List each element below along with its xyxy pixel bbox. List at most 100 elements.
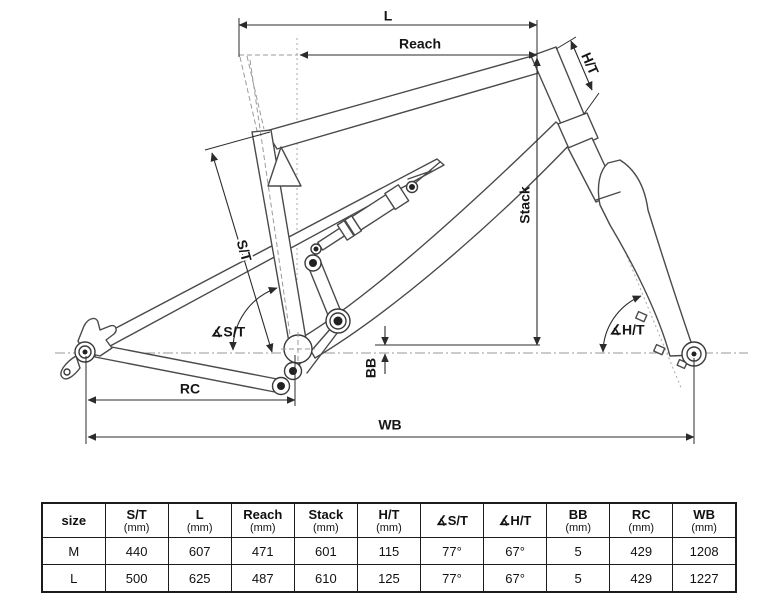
col-header-4: Stack(mm) (293, 502, 358, 538)
head-tube (530, 46, 585, 125)
main-pivot-bolt (333, 316, 343, 326)
dimension-annotations: L Reach H/T Stack S/T ∡S/T ∡H/T (85, 8, 695, 444)
shock-upper-bolt (409, 184, 415, 190)
seat-tube-axis-dash (249, 59, 291, 336)
wb-dimension-label: WB (378, 417, 401, 433)
frame-geometry-diagram: L Reach H/T Stack S/T ∡S/T ∡H/T (55, 8, 748, 444)
value-cell: 471 (230, 537, 295, 565)
value-cell: 487 (230, 564, 295, 593)
col-header-unit: (mm) (376, 521, 402, 534)
lower-pivot-2-bolt (277, 382, 285, 390)
col-header-label: Reach (243, 506, 283, 522)
value-cell: 115 (356, 537, 421, 565)
value-cell: 429 (609, 564, 674, 593)
top-tube-gusset (267, 146, 302, 187)
col-header-label: ∡S/T (436, 512, 468, 528)
bb-crosshair (281, 332, 315, 366)
seat-angle-arc (229, 286, 278, 351)
col-header-9: RC(mm) (609, 502, 674, 538)
col-header-label: RC (631, 506, 651, 522)
col-header-0: size (41, 502, 106, 538)
head-angle-arc (599, 295, 642, 353)
st-extension-line (204, 131, 271, 151)
col-header-label: WB (693, 506, 715, 522)
shock-end-cap (384, 184, 410, 211)
size-cell: L (41, 564, 106, 593)
suspension-pivots (74, 180, 707, 396)
col-header-unit: (mm) (565, 521, 591, 534)
ht-extension-lines (555, 36, 600, 115)
col-header-3: Reach(mm) (230, 502, 295, 538)
value-cell: 500 (104, 564, 169, 593)
rear-axle-center (82, 349, 88, 355)
col-header-unit: (mm) (249, 521, 276, 534)
fork-collar-line (595, 191, 621, 201)
size-cell: M (41, 537, 106, 565)
value-cell: 77° (419, 537, 485, 565)
value-cell: 1208 (672, 537, 737, 565)
value-cell: 125 (356, 564, 421, 593)
head-angle-label: ∡H/T (609, 322, 645, 338)
fork-mount-tab-2 (653, 343, 666, 356)
col-header-unit: (mm) (313, 521, 339, 534)
seat-stay-link (407, 161, 441, 185)
value-cell: 601 (293, 537, 358, 565)
value-cell: 429 (609, 537, 674, 565)
shock-lower-bolt (313, 246, 319, 252)
col-header-1: S/T(mm) (104, 502, 169, 538)
col-header-2: L(mm) (167, 502, 232, 538)
col-header-8: BB(mm) (546, 502, 611, 538)
col-header-10: WB(mm) (672, 502, 737, 538)
value-cell: 5 (546, 537, 611, 565)
fork-mount-tab-1 (635, 310, 648, 323)
value-cell: 625 (167, 564, 232, 593)
hanger-bolt-hole (63, 368, 71, 376)
rc-dimension-label: RC (180, 381, 200, 397)
lower-pivot-1-bolt (289, 367, 297, 375)
rocker-pivot-bolt (309, 259, 317, 267)
col-header-label: S/T (126, 506, 147, 522)
col-header-7: ∡H/T (483, 502, 548, 538)
value-cell: 67° (483, 564, 548, 593)
col-header-label: H/T (378, 506, 400, 522)
fork-lower-leg (597, 159, 696, 357)
value-cell: 607 (167, 537, 232, 565)
ht-dimension-label: H/T (578, 50, 602, 78)
col-header-6: ∡S/T (419, 502, 485, 538)
value-cell: 610 (293, 564, 358, 593)
col-header-unit: (mm) (123, 521, 150, 534)
down-tube (302, 121, 576, 359)
col-header-label: L (195, 506, 204, 522)
front-axle-center (691, 351, 697, 357)
col-header-label: Stack (308, 506, 344, 522)
stack-dimension-label: Stack (517, 186, 533, 224)
col-header-unit: (mm) (691, 521, 717, 534)
seatpost-extension-dash-2 (246, 55, 265, 130)
rear-shock (317, 184, 410, 251)
value-cell: 1227 (672, 564, 737, 593)
col-header-label: ∡H/T (498, 512, 532, 528)
value-cell: 440 (104, 537, 169, 565)
value-cell: 77° (419, 564, 485, 593)
shock-ring-1 (336, 219, 355, 241)
derailleur-hanger (60, 355, 81, 380)
col-header-unit: (mm) (186, 521, 213, 534)
bike-frame-drawing (60, 46, 707, 396)
l-dimension-label: L (384, 8, 393, 24)
seatpost-extension-dash-1 (239, 56, 258, 132)
col-header-label: BB (568, 506, 588, 522)
col-header-label: size (61, 512, 87, 528)
col-header-5: H/T(mm) (356, 502, 421, 538)
col-header-unit: (mm) (628, 521, 655, 534)
reach-dimension-label: Reach (399, 36, 441, 52)
value-cell: 67° (483, 537, 548, 565)
seat-angle-label: ∡S/T (211, 324, 246, 340)
